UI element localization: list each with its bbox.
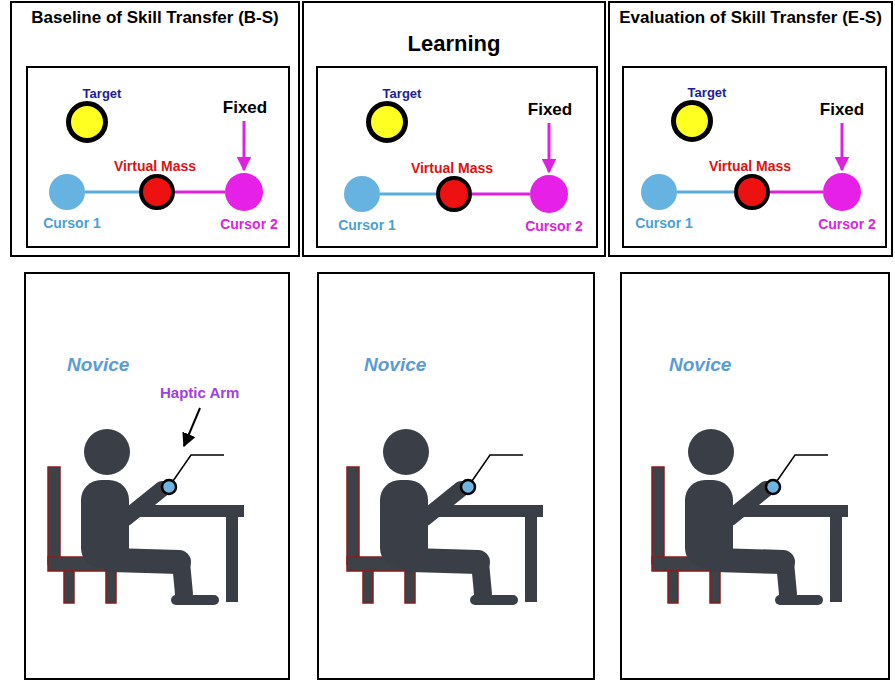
leader-arrow [243, 121, 246, 170]
spring-link [85, 191, 139, 194]
panel-heading: Baseline of Skill Transfer (B-S) [16, 7, 294, 29]
role-label: Novice [67, 354, 129, 376]
cursor-circle: Cursor 2 [530, 175, 568, 213]
circle-label: Cursor 2 [525, 218, 583, 234]
circle-label: Target [83, 86, 122, 101]
circle-label: Target [688, 85, 727, 100]
target-circle: Target [671, 100, 713, 142]
target-circle: Target [366, 101, 408, 143]
circle-label: Cursor 1 [43, 215, 101, 231]
spring-link [472, 193, 530, 196]
participant-box: Novice [620, 272, 890, 680]
spring-link [677, 191, 734, 194]
role-label: Novice [364, 354, 426, 376]
virtual-mass-circle: Virtual Mass [734, 174, 770, 210]
leader-arrow [184, 408, 200, 446]
participant-box: Novice [24, 272, 290, 680]
circle-label: Virtual Mass [709, 158, 791, 174]
circle-label: Cursor 1 [635, 215, 693, 231]
circle-label: Virtual Mass [114, 158, 196, 174]
cursor-circle: Cursor 1 [344, 176, 380, 212]
constraint-label: Fixed [223, 98, 267, 118]
device-label: Haptic Arm [160, 384, 239, 401]
spring-link [770, 191, 823, 194]
circle-label: Cursor 1 [338, 217, 396, 233]
cursor-circle: Cursor 2 [823, 173, 861, 211]
stage-panel: Evaluation of Skill Transfer (E-S) Target… [608, 1, 893, 257]
spring-link [175, 191, 225, 194]
circle-label: Cursor 2 [818, 216, 876, 232]
circle-label: Cursor 2 [220, 216, 278, 232]
virtual-mass-circle: Virtual Mass [436, 176, 472, 212]
leader-arrow [841, 123, 844, 170]
cursor-circle: Cursor 1 [641, 174, 677, 210]
novice-figure [48, 429, 244, 603]
novice-figure [347, 429, 543, 603]
circle-label: Target [383, 86, 422, 101]
target-circle: Target [66, 101, 108, 143]
panel-heading: Evaluation of Skill Transfer (E-S) [614, 7, 887, 29]
stage-panel: Baseline of Skill Transfer (B-S) TargetCu… [10, 1, 300, 257]
participant-box: Novice [317, 272, 595, 680]
panel-heading: Learning [308, 30, 600, 59]
leader-arrow [548, 123, 551, 172]
novice-figure [652, 429, 848, 603]
constraint-label: Fixed [820, 100, 864, 120]
cursor-circle: Cursor 1 [49, 174, 85, 210]
role-label: Novice [669, 354, 731, 376]
spring-link [380, 193, 436, 196]
constraint-label: Fixed [528, 100, 572, 120]
stage-panel: LearningTargetCursor 1Virtual MassCursor… [302, 1, 606, 257]
circle-label: Virtual Mass [411, 160, 493, 176]
cursor-circle: Cursor 2 [225, 173, 263, 211]
virtual-mass-circle: Virtual Mass [139, 174, 175, 210]
